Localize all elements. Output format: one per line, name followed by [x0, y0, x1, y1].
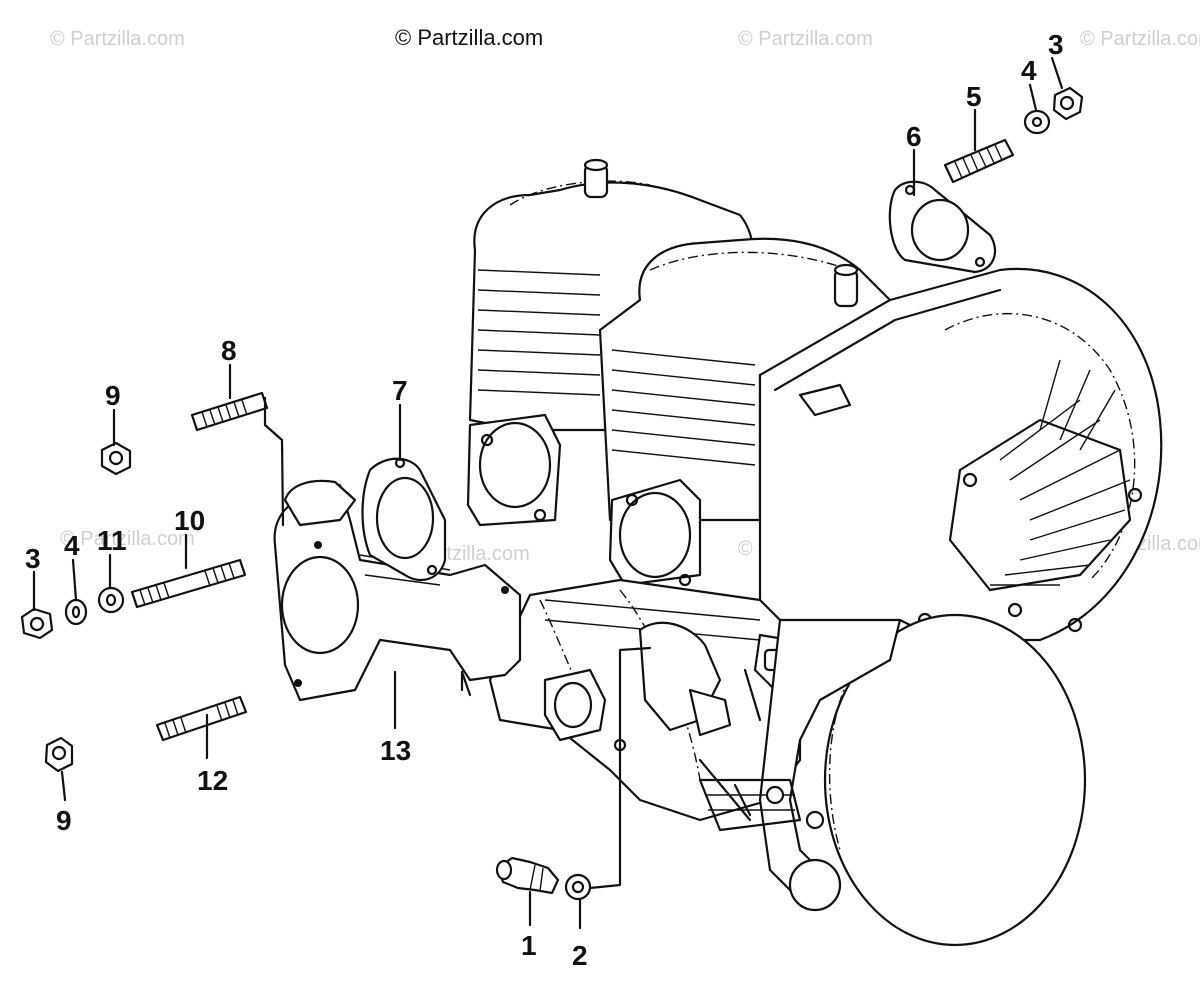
callout-12: 12 [197, 765, 228, 796]
nut-part-3-top[interactable] [1052, 86, 1084, 121]
copyright-notice: © Partzilla.com [395, 25, 543, 50]
nut-part-9-upper[interactable] [100, 441, 132, 476]
stud-part-12[interactable] [155, 695, 248, 742]
callout-labels: 3 4 5 6 7 8 9 10 11 4 3 12 9 13 1 2 [25, 29, 1064, 971]
leader-lines [32, 56, 1064, 930]
washer-part-11[interactable] [97, 586, 125, 614]
watermark-top-right: © Partzilla.com [1080, 28, 1200, 50]
callout-10: 10 [174, 505, 205, 536]
callout-6: 6 [906, 121, 922, 152]
washer-part-2[interactable] [564, 873, 592, 901]
watermark-top-mid-right: © Partzilla.com [738, 28, 873, 50]
callout-9-lower: 9 [56, 805, 72, 836]
gasket-part-6[interactable] [888, 180, 997, 274]
nut-part-9-lower[interactable] [44, 736, 74, 773]
callout-1: 1 [521, 930, 537, 961]
stud-part-5[interactable] [943, 138, 1015, 184]
callout-9-upper: 9 [105, 380, 121, 411]
callout-4-top: 4 [1021, 55, 1037, 86]
callout-5: 5 [966, 81, 982, 112]
exhaust-manifold-part-13[interactable] [273, 479, 522, 702]
callout-3-left: 3 [25, 543, 41, 574]
fitting-part-1[interactable] [495, 856, 560, 895]
stud-part-10[interactable] [130, 558, 247, 609]
callout-3-top: 3 [1048, 29, 1064, 60]
callout-7: 7 [392, 375, 408, 406]
watermark-top-left: © Partzilla.com [50, 28, 185, 50]
washer-part-4-left[interactable] [64, 598, 88, 626]
stud-part-8[interactable] [190, 391, 269, 432]
callout-2: 2 [572, 940, 588, 971]
callout-11: 11 [97, 525, 127, 556]
washer-part-4-top[interactable] [1023, 109, 1051, 135]
callout-13: 13 [380, 735, 411, 766]
watermark-mid-left: © Partzilla.com [60, 528, 195, 550]
nut-part-3-left[interactable] [20, 607, 54, 640]
callout-4-left: 4 [64, 530, 80, 561]
callout-8: 8 [221, 335, 237, 366]
engine-assembly [460, 158, 1163, 947]
